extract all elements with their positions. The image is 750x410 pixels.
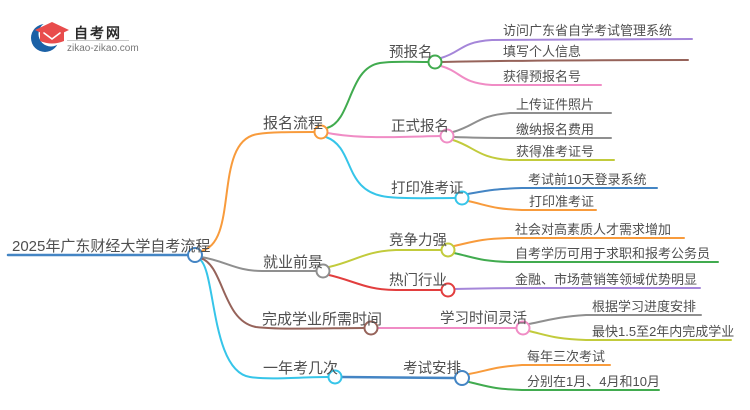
leaf-finance-marketing-label: 金融、市场营销等领域优势明显: [515, 272, 698, 287]
node-print-ticket-label: 打印准考证: [391, 181, 464, 197]
edge-schedule-step1: [468, 364, 611, 375]
leaf-visit-system-label: 访问广东省自学考试管理系统: [503, 23, 673, 38]
edge-employment-competitive: [328, 249, 442, 268]
node-circle-registration: [313, 124, 329, 140]
leaf-pay-fee-label: 缴纳报名费用: [516, 122, 595, 137]
node-competitiveness-label: 竞争力强: [389, 233, 447, 249]
node-circle-formal: [439, 128, 455, 144]
node-circle-root: [187, 247, 203, 263]
leaf-login-before-exam-label: 考试前10天登录系统: [528, 172, 647, 187]
edge-competitive-step1: [453, 237, 685, 247]
leaf-per-progress-label: 根据学习进度安排: [592, 299, 697, 314]
leaf-degree-usage-label: 自考学历可用于求职和报考公务员: [515, 246, 711, 261]
leaf-fill-info-label: 填写个人信息: [503, 44, 582, 59]
node-flexible-time-label: 学习时间灵活: [440, 311, 527, 327]
node-hot-industries-label: 热门行业: [389, 273, 447, 289]
branch-completion-time-label: 完成学业所需时间: [262, 311, 383, 328]
edge-prereg-step1: [440, 38, 693, 59]
edge-formal-step1: [452, 112, 612, 133]
node-formal-registration-label: 正式报名: [391, 119, 449, 135]
edge-flexible-step1: [528, 314, 702, 325]
leaf-talent-demand-label: 社会对高素质人才需求增加: [515, 222, 672, 237]
edge-employment-hot: [328, 274, 442, 291]
zikao-logo-icon: [31, 21, 69, 52]
node-exam-schedule-label: 考试安排: [403, 361, 461, 377]
logo-divider: [67, 40, 129, 41]
edge-root-frequency: [198, 258, 329, 380]
edge-registration-formal: [327, 132, 441, 139]
root-label: 2025年广东财经大学自考流程: [12, 238, 211, 255]
node-circle-prereg: [427, 54, 443, 70]
edge-registration-prereg: [326, 60, 429, 129]
edge-root-completion: [199, 257, 365, 330]
edge-print-step2: [467, 200, 597, 211]
node-circle-frequency: [327, 369, 343, 385]
node-circle-employment: [315, 263, 331, 279]
leaf-three-exams-label: 每年三次考试: [527, 349, 606, 364]
edge-competitive-step2: [453, 252, 719, 263]
leaf-print-ticket-label: 打印准考证: [529, 194, 595, 209]
edge-formal-step2: [453, 136, 612, 139]
leaf-fastest-duration-label: 最快1.5至2年内完成学业: [592, 324, 735, 339]
edge-schedule-step2: [468, 381, 660, 391]
edge-flexible-step2: [528, 330, 732, 341]
leaf-get-ticket-number-label: 获得准考证号: [516, 144, 595, 159]
logo-url: zikao-zikao.com: [67, 43, 139, 54]
node-circle-schedule: [454, 370, 470, 386]
edge-root-registration: [200, 131, 315, 252]
edge-prereg-step2: [441, 59, 689, 63]
edge-hot-step1: [453, 287, 701, 290]
leaf-exam-months-label: 分别在1月、4月和10月: [527, 374, 660, 389]
edge-formal-step3: [452, 139, 615, 161]
edge-prereg-step3: [440, 65, 602, 86]
node-circle-completion: [363, 320, 379, 336]
branch-registration-process-label: 报名流程: [263, 115, 324, 132]
edge-registration-print: [325, 136, 456, 200]
node-circle-competitive: [440, 242, 456, 258]
node-circle-flexible: [515, 320, 531, 336]
edge-print-step1: [467, 187, 658, 195]
leaf-upload-photo-label: 上传证件照片: [516, 97, 595, 112]
leaf-get-prereg-number-label: 获得预报名号: [503, 69, 582, 84]
branch-employment-prospects-label: 就业前景: [263, 254, 324, 271]
node-circle-hot: [440, 282, 456, 298]
node-pre-registration-label: 预报名: [389, 45, 433, 61]
edge-root-employment: [200, 256, 317, 272]
node-circle-print: [454, 190, 470, 206]
branch-exams-per-year-label: 一年考几次: [263, 360, 339, 377]
logo-title: 自考网: [74, 25, 122, 41]
edge-frequency-schedule: [340, 375, 456, 380]
